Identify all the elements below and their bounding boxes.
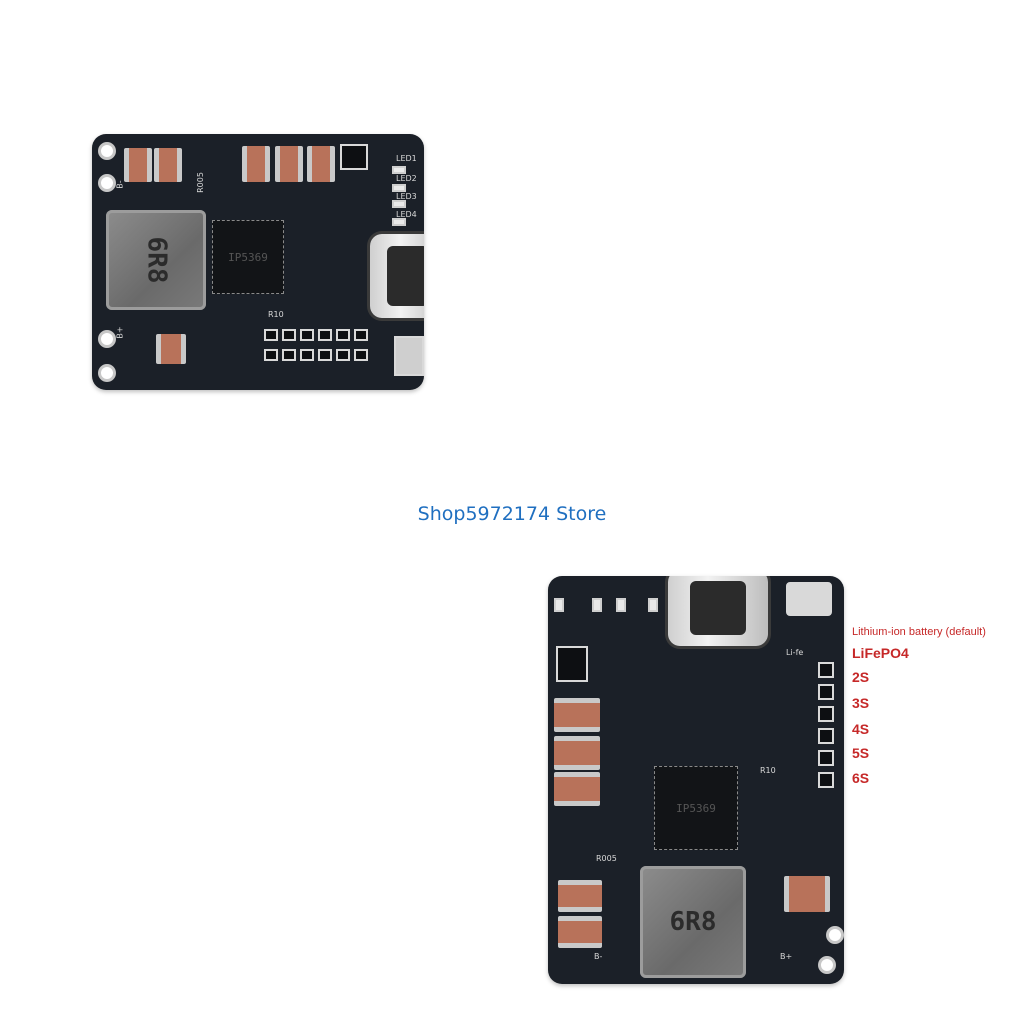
mount-hole [98, 174, 116, 192]
led-indicator [392, 184, 406, 192]
capacitor [124, 148, 152, 182]
smd-component [264, 349, 278, 361]
smd-component [318, 349, 332, 361]
inductor-marking: 6R8 [669, 907, 717, 937]
led-indicator [554, 598, 564, 612]
jumper-pad [818, 706, 834, 722]
controller-chip: IP5369 [654, 766, 738, 850]
silk-label-batt-pos: B+ [780, 952, 793, 961]
silk-label-li-fe: Li-fe [786, 648, 804, 657]
silk-label-r10: R10 [760, 766, 776, 775]
push-button [786, 582, 832, 616]
push-button [394, 336, 424, 376]
battery-option-li-ion: Lithium-ion battery (default) [852, 626, 986, 638]
silk-label-led3: LED3 [396, 192, 417, 201]
jumper-pad [818, 662, 834, 678]
silk-label-r10: R10 [268, 310, 284, 319]
mount-hole [818, 956, 836, 974]
mount-hole [826, 926, 844, 944]
smd-component [354, 329, 368, 341]
silk-label-batt-neg: B- [594, 952, 603, 961]
smd-component [318, 329, 332, 341]
capacitor [558, 880, 602, 912]
smd-component [336, 329, 350, 341]
smd-component [282, 329, 296, 341]
jumper-pad [818, 728, 834, 744]
battery-option-4s: 4S [852, 721, 870, 737]
silk-label-batt-pos: B+ [115, 326, 125, 339]
inductor-marking: 6R8 [141, 236, 171, 284]
mount-hole [98, 142, 116, 160]
controller-chip: IP5369 [212, 220, 284, 294]
capacitor [554, 698, 600, 732]
silk-label-resistor: R005 [195, 172, 205, 193]
battery-option-6s: 6S [852, 770, 870, 786]
smd-component [336, 349, 350, 361]
mount-hole [98, 330, 116, 348]
smd-component [300, 349, 314, 361]
capacitor [156, 334, 186, 364]
led-indicator [616, 598, 626, 612]
silk-label-resistor: R005 [596, 854, 617, 863]
capacitor [554, 772, 600, 806]
led-indicator [648, 598, 658, 612]
silk-label-led1: LED1 [396, 154, 417, 163]
capacitor [154, 148, 182, 182]
smd-component [300, 329, 314, 341]
capacitor [784, 876, 830, 912]
jumper-pad [818, 684, 834, 700]
smd-component [282, 349, 296, 361]
capacitor [307, 146, 335, 182]
smd-component [354, 349, 368, 361]
battery-option-3s: 3S [852, 695, 870, 711]
inductor: 6R8 [106, 210, 206, 310]
led-indicator [392, 218, 406, 226]
jumper-pad [818, 750, 834, 766]
mount-hole [98, 364, 116, 382]
capacitor [242, 146, 270, 182]
jumper-pad [818, 772, 834, 788]
led-indicator [392, 200, 406, 208]
inductor: 6R8 [640, 866, 746, 978]
mosfet [340, 144, 368, 170]
led-indicator [592, 598, 602, 612]
capacitor [275, 146, 303, 182]
pcb-board-front: 6R8 IP5369 B- B+ R005 R10 LED1 LED2 LED3… [92, 134, 424, 390]
battery-option-2s: 2S [852, 669, 870, 685]
ic-small [556, 646, 588, 682]
silk-label-led2: LED2 [396, 174, 417, 183]
battery-option-5s: 5S [852, 745, 870, 761]
capacitor [558, 916, 602, 948]
store-name: Shop5972174 Store [417, 503, 607, 525]
usb-c-port [668, 576, 768, 646]
smd-component [264, 329, 278, 341]
usb-c-port [370, 234, 424, 318]
battery-option-lifepo4: LiFePO4 [852, 645, 909, 661]
led-indicator [392, 166, 406, 174]
capacitor [554, 736, 600, 770]
silk-label-led4: LED4 [396, 210, 417, 219]
silk-label-batt-neg: B- [115, 180, 125, 189]
pcb-board-back: IP5369 6R8 Li-fe R10 R005 B- B+ [548, 576, 844, 984]
